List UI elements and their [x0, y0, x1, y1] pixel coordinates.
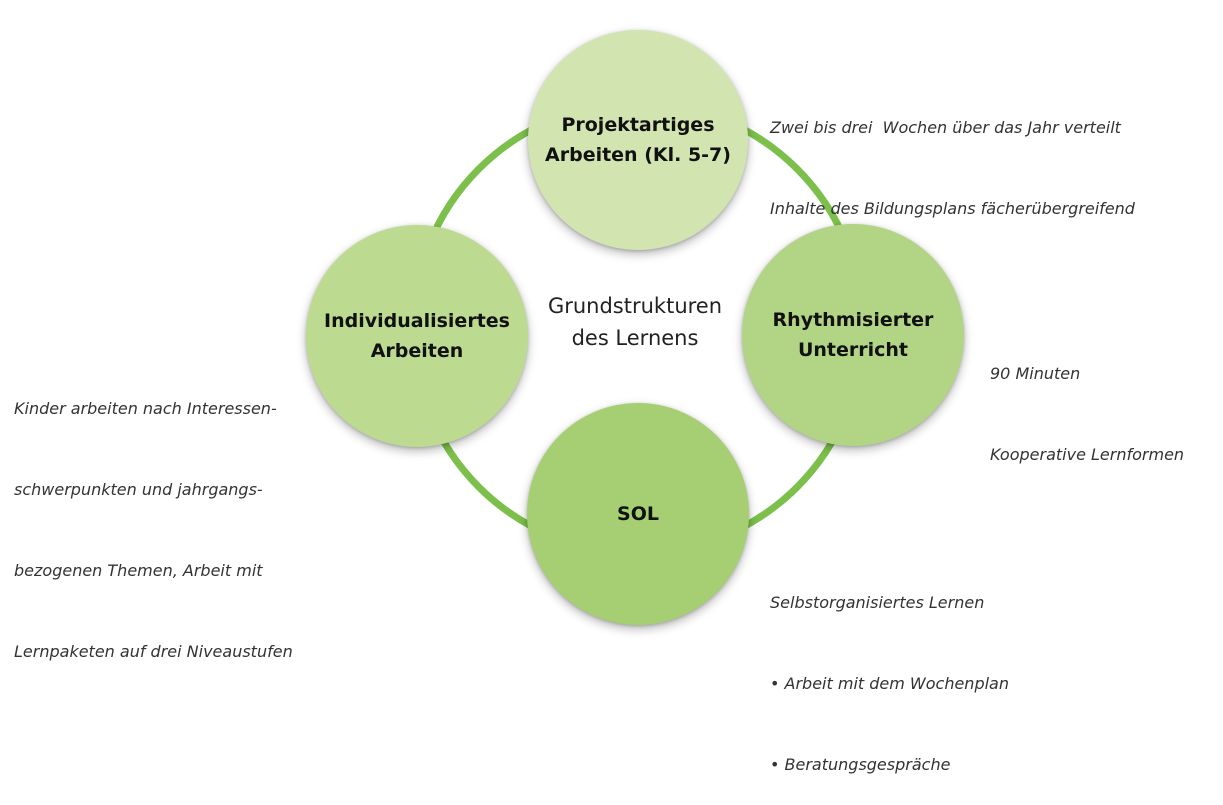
note-line: • Beratungsgespräche	[770, 755, 951, 774]
note-line: Selbstorganisiertes Lernen	[770, 593, 985, 612]
note-line: Kooperative Lernformen	[990, 445, 1185, 464]
node-label: Individualisiertes Arbeiten	[324, 310, 510, 362]
note-line: • Arbeit mit dem Wochenplan	[770, 674, 1009, 693]
note-line: bezogenen Themen, Arbeit mit	[14, 561, 263, 580]
note-top: Zwei bis drei Wochen über das Jahr verte…	[770, 60, 1135, 249]
note-left: Kinder arbeiten nach Interessen- schwerp…	[14, 341, 293, 692]
node-label: SOL	[617, 503, 659, 525]
note-right: 90 Minuten Kooperative Lernformen	[990, 306, 1184, 495]
node-label: Projektartiges Arbeiten (Kl. 5-7)	[545, 114, 731, 166]
note-line: Kinder arbeiten nach Interessen-	[14, 399, 277, 418]
node-label: Rhythmisierter Unterricht	[772, 309, 934, 361]
note-line: 90 Minuten	[990, 364, 1081, 383]
node-individualisiertes-arbeiten: Individualisiertes Arbeiten	[306, 225, 528, 447]
note-bottom: Selbstorganisiertes Lernen • Arbeit mit …	[770, 535, 1009, 805]
node-sol: SOL	[527, 403, 749, 625]
note-line: schwerpunkten und jahrgangs-	[14, 480, 263, 499]
note-line: Lernpaketen auf drei Niveaustufen	[14, 642, 293, 661]
node-projektartiges-arbeiten: Projektartiges Arbeiten (Kl. 5-7)	[528, 30, 748, 250]
note-line: Inhalte des Bildungsplans fächerübergrei…	[770, 199, 1135, 218]
center-title: Grundstrukturen des Lernens	[547, 294, 723, 350]
node-rhythmisierter-unterricht: Rhythmisierter Unterricht	[742, 224, 964, 446]
note-line: Zwei bis drei Wochen über das Jahr verte…	[770, 118, 1121, 137]
